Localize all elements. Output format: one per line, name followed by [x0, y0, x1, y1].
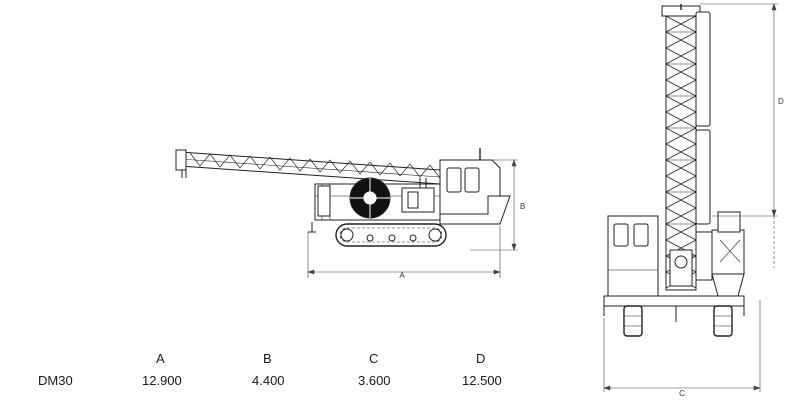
dimension-c — [603, 300, 761, 392]
dimension-label-b: B — [520, 202, 525, 211]
dimension-label-a: A — [399, 271, 405, 280]
table-cell-a: 12.900 — [142, 373, 182, 388]
dimension-d — [700, 3, 778, 268]
side-view-winch-drum — [349, 177, 391, 219]
dimension-label-d: D — [778, 97, 784, 106]
dimension-b — [470, 159, 518, 251]
front-view-machinery — [669, 211, 745, 297]
dimension-a — [307, 226, 501, 278]
front-view-cab — [607, 215, 659, 297]
table-header-b: B — [263, 351, 272, 366]
front-view-mast — [661, 4, 711, 291]
table-row-model: DM30 — [38, 373, 73, 388]
front-view-drill-rig — [603, 4, 745, 337]
front-view-crawler-tracks — [603, 295, 745, 337]
side-view-drill-rig — [175, 148, 511, 247]
table-header-d: D — [476, 351, 486, 366]
dimension-label-c: C — [679, 389, 685, 398]
side-view-mast — [175, 149, 441, 185]
table-header-a: A — [156, 351, 165, 366]
table-cell-c: 3.600 — [358, 373, 391, 388]
table-cell-d: 12.500 — [462, 373, 502, 388]
side-view-crawler-track — [308, 222, 447, 247]
table-cell-b: 4.400 — [252, 373, 285, 388]
table-header-c: C — [369, 351, 379, 366]
